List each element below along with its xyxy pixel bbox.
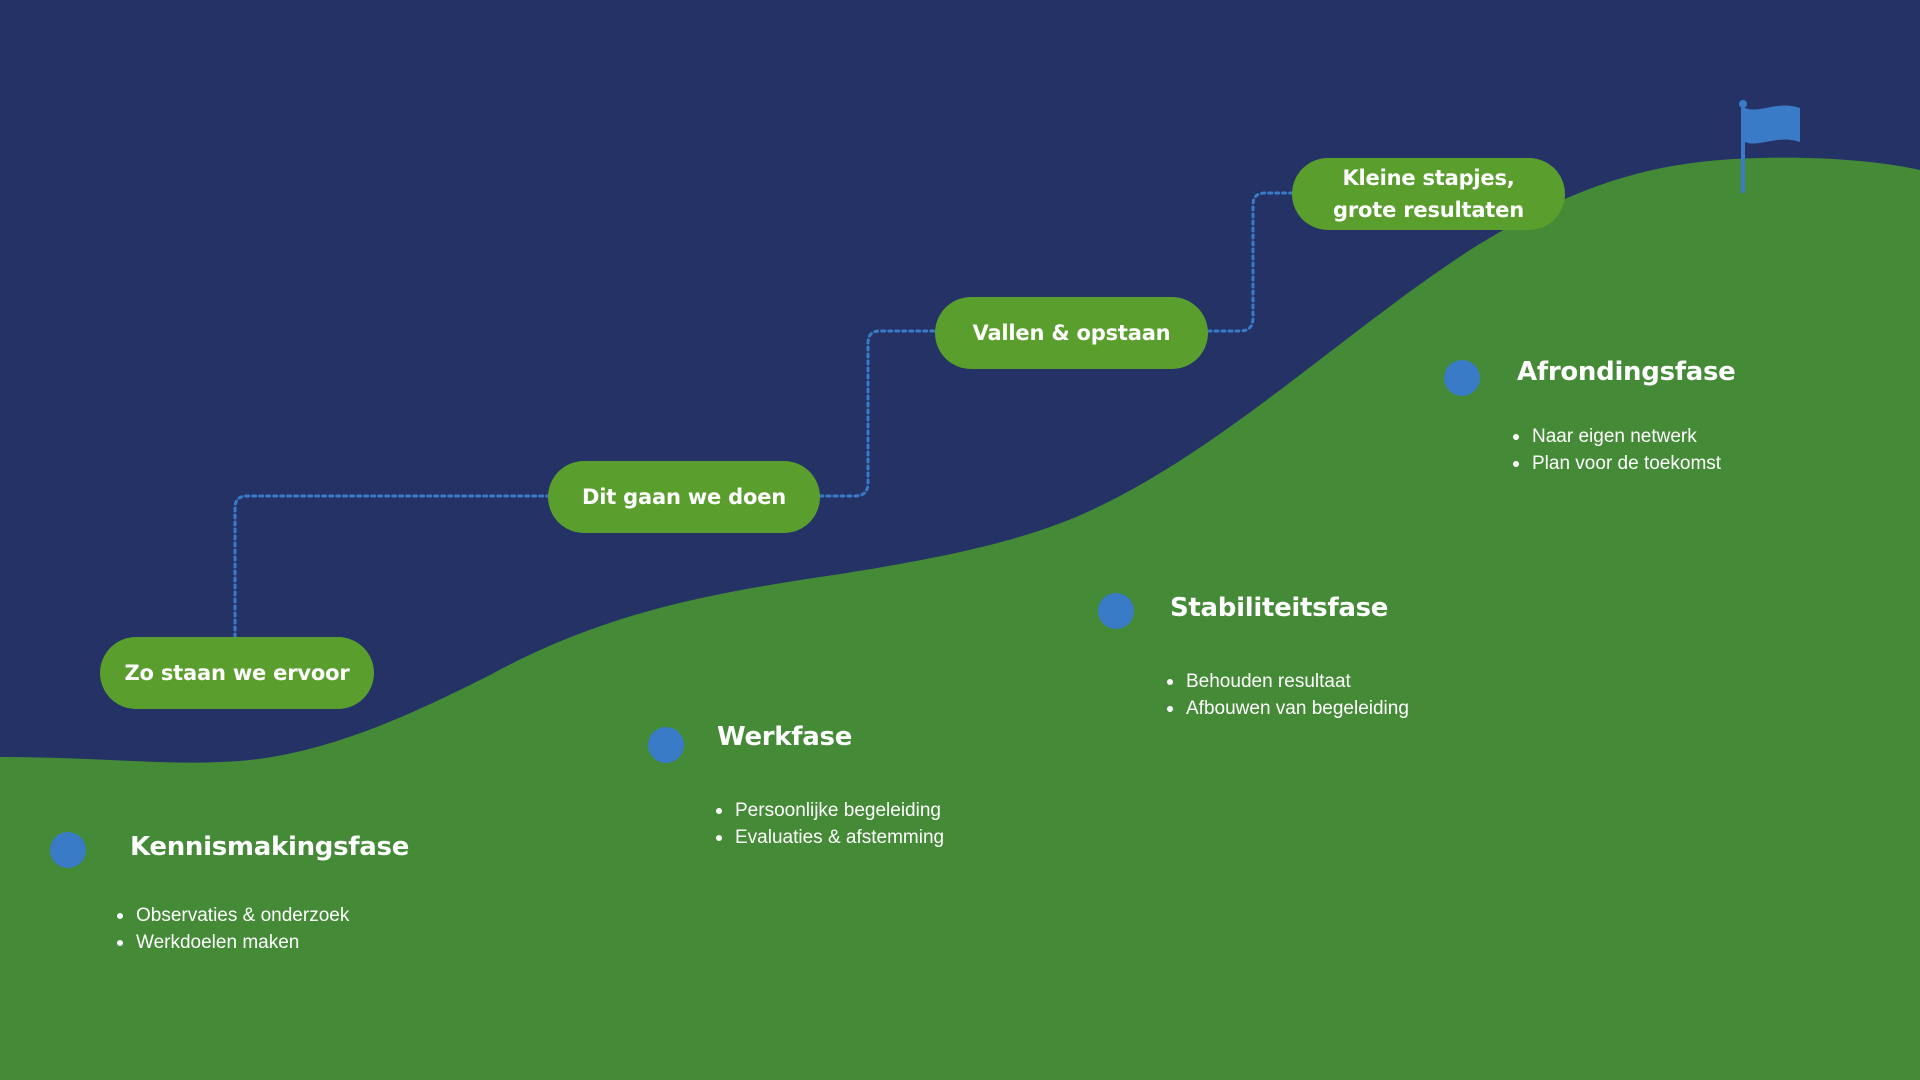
circle-dot-icon [648,727,684,763]
phase-bullet-item: Behouden resultaat [1165,668,1409,695]
hill-shape [0,157,1920,1080]
phase-bullet-list: Behouden resultaat Afbouwen van begeleid… [1165,668,1409,722]
circle-dot-icon [1444,360,1480,396]
step-connector [233,191,1294,639]
step-pill-2: Dit gaan we doen [548,461,820,533]
phase-bullet-list: Observaties & onderzoek Werkdoelen maken [115,902,349,956]
phase-bullet-list: Naar eigen netwerk Plan voor de toekomst [1511,423,1721,477]
phase-bullet-item: Afbouwen van begeleiding [1165,695,1409,722]
phase-bullet-item: Evaluaties & afstemming [714,824,944,851]
phase-bullet-item: Persoonlijke begeleiding [714,797,944,824]
step-label: Dit gaan we doen [581,485,787,509]
phase-title: Kennismakingsfase [130,832,410,862]
circle-dot-icon [1098,593,1134,629]
step-label: Kleine stapjes, grote resultaten [1333,166,1524,222]
step-pill-3: Vallen & opstaan [935,297,1208,369]
phase-bullet-item: Observaties & onderzoek [115,902,349,929]
step-label: Vallen & opstaan [972,321,1171,345]
phase-title: Werkfase [717,722,853,752]
step-pill-1: Zo staan we ervoor [100,637,374,709]
step-pill-4: Kleine stapjes, grote resultaten [1292,158,1565,230]
phase-title: Stabiliteitsfase [1170,593,1389,623]
circle-dot-icon [50,832,86,868]
phase-bullet-item: Werkdoelen maken [115,929,349,956]
phase-bullet-item: Naar eigen netwerk [1511,423,1721,450]
phase-title: Afrondingsfase [1517,357,1736,387]
flag-icon [1739,100,1800,193]
phase-bullet-item: Plan voor de toekomst [1511,450,1721,477]
phase-bullet-list: Persoonlijke begeleiding Evaluaties & af… [714,797,944,851]
step-label: Zo staan we ervoor [124,661,350,685]
